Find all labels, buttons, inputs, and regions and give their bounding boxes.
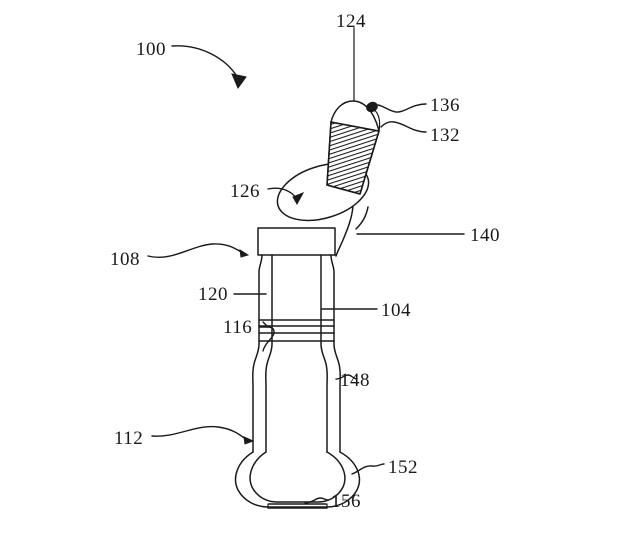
ref-numeral-104: 104 <box>381 300 411 321</box>
inner-wall <box>265 254 328 453</box>
ref-numeral-124: 124 <box>336 11 366 32</box>
leader-126 <box>267 187 305 206</box>
ref-numeral-116: 116 <box>223 317 253 338</box>
tip-nub <box>366 101 378 113</box>
hatched-cylinder <box>326 100 381 195</box>
ref-numeral-152: 152 <box>388 457 418 478</box>
leader-100 <box>171 45 247 90</box>
ref-numeral-140: 140 <box>470 225 500 246</box>
ref-numeral-112: 112 <box>114 428 144 449</box>
ref-numeral-136: 136 <box>430 95 460 116</box>
ref-numeral-126: 126 <box>230 181 260 202</box>
leader-156 <box>304 497 329 504</box>
leader-148 <box>335 374 358 380</box>
ref-numeral-148: 148 <box>340 370 370 391</box>
neck-connector <box>335 205 369 257</box>
outer-wall <box>252 254 341 453</box>
leader-116 <box>258 321 275 352</box>
ref-numeral-132: 132 <box>430 125 460 146</box>
leader-112 <box>151 425 255 445</box>
leader-108 <box>147 243 250 258</box>
ribbed-band <box>258 319 335 342</box>
ref-numeral-100: 100 <box>136 39 166 60</box>
flat-base <box>267 503 328 509</box>
leader-132 <box>380 121 427 133</box>
cap-block <box>257 227 336 256</box>
leader-136 <box>377 103 427 113</box>
bulb-end <box>234 451 361 508</box>
ref-numeral-108: 108 <box>110 249 140 270</box>
ref-numeral-120: 120 <box>198 284 228 305</box>
leader-152 <box>351 463 385 475</box>
ref-numeral-156: 156 <box>331 491 361 512</box>
